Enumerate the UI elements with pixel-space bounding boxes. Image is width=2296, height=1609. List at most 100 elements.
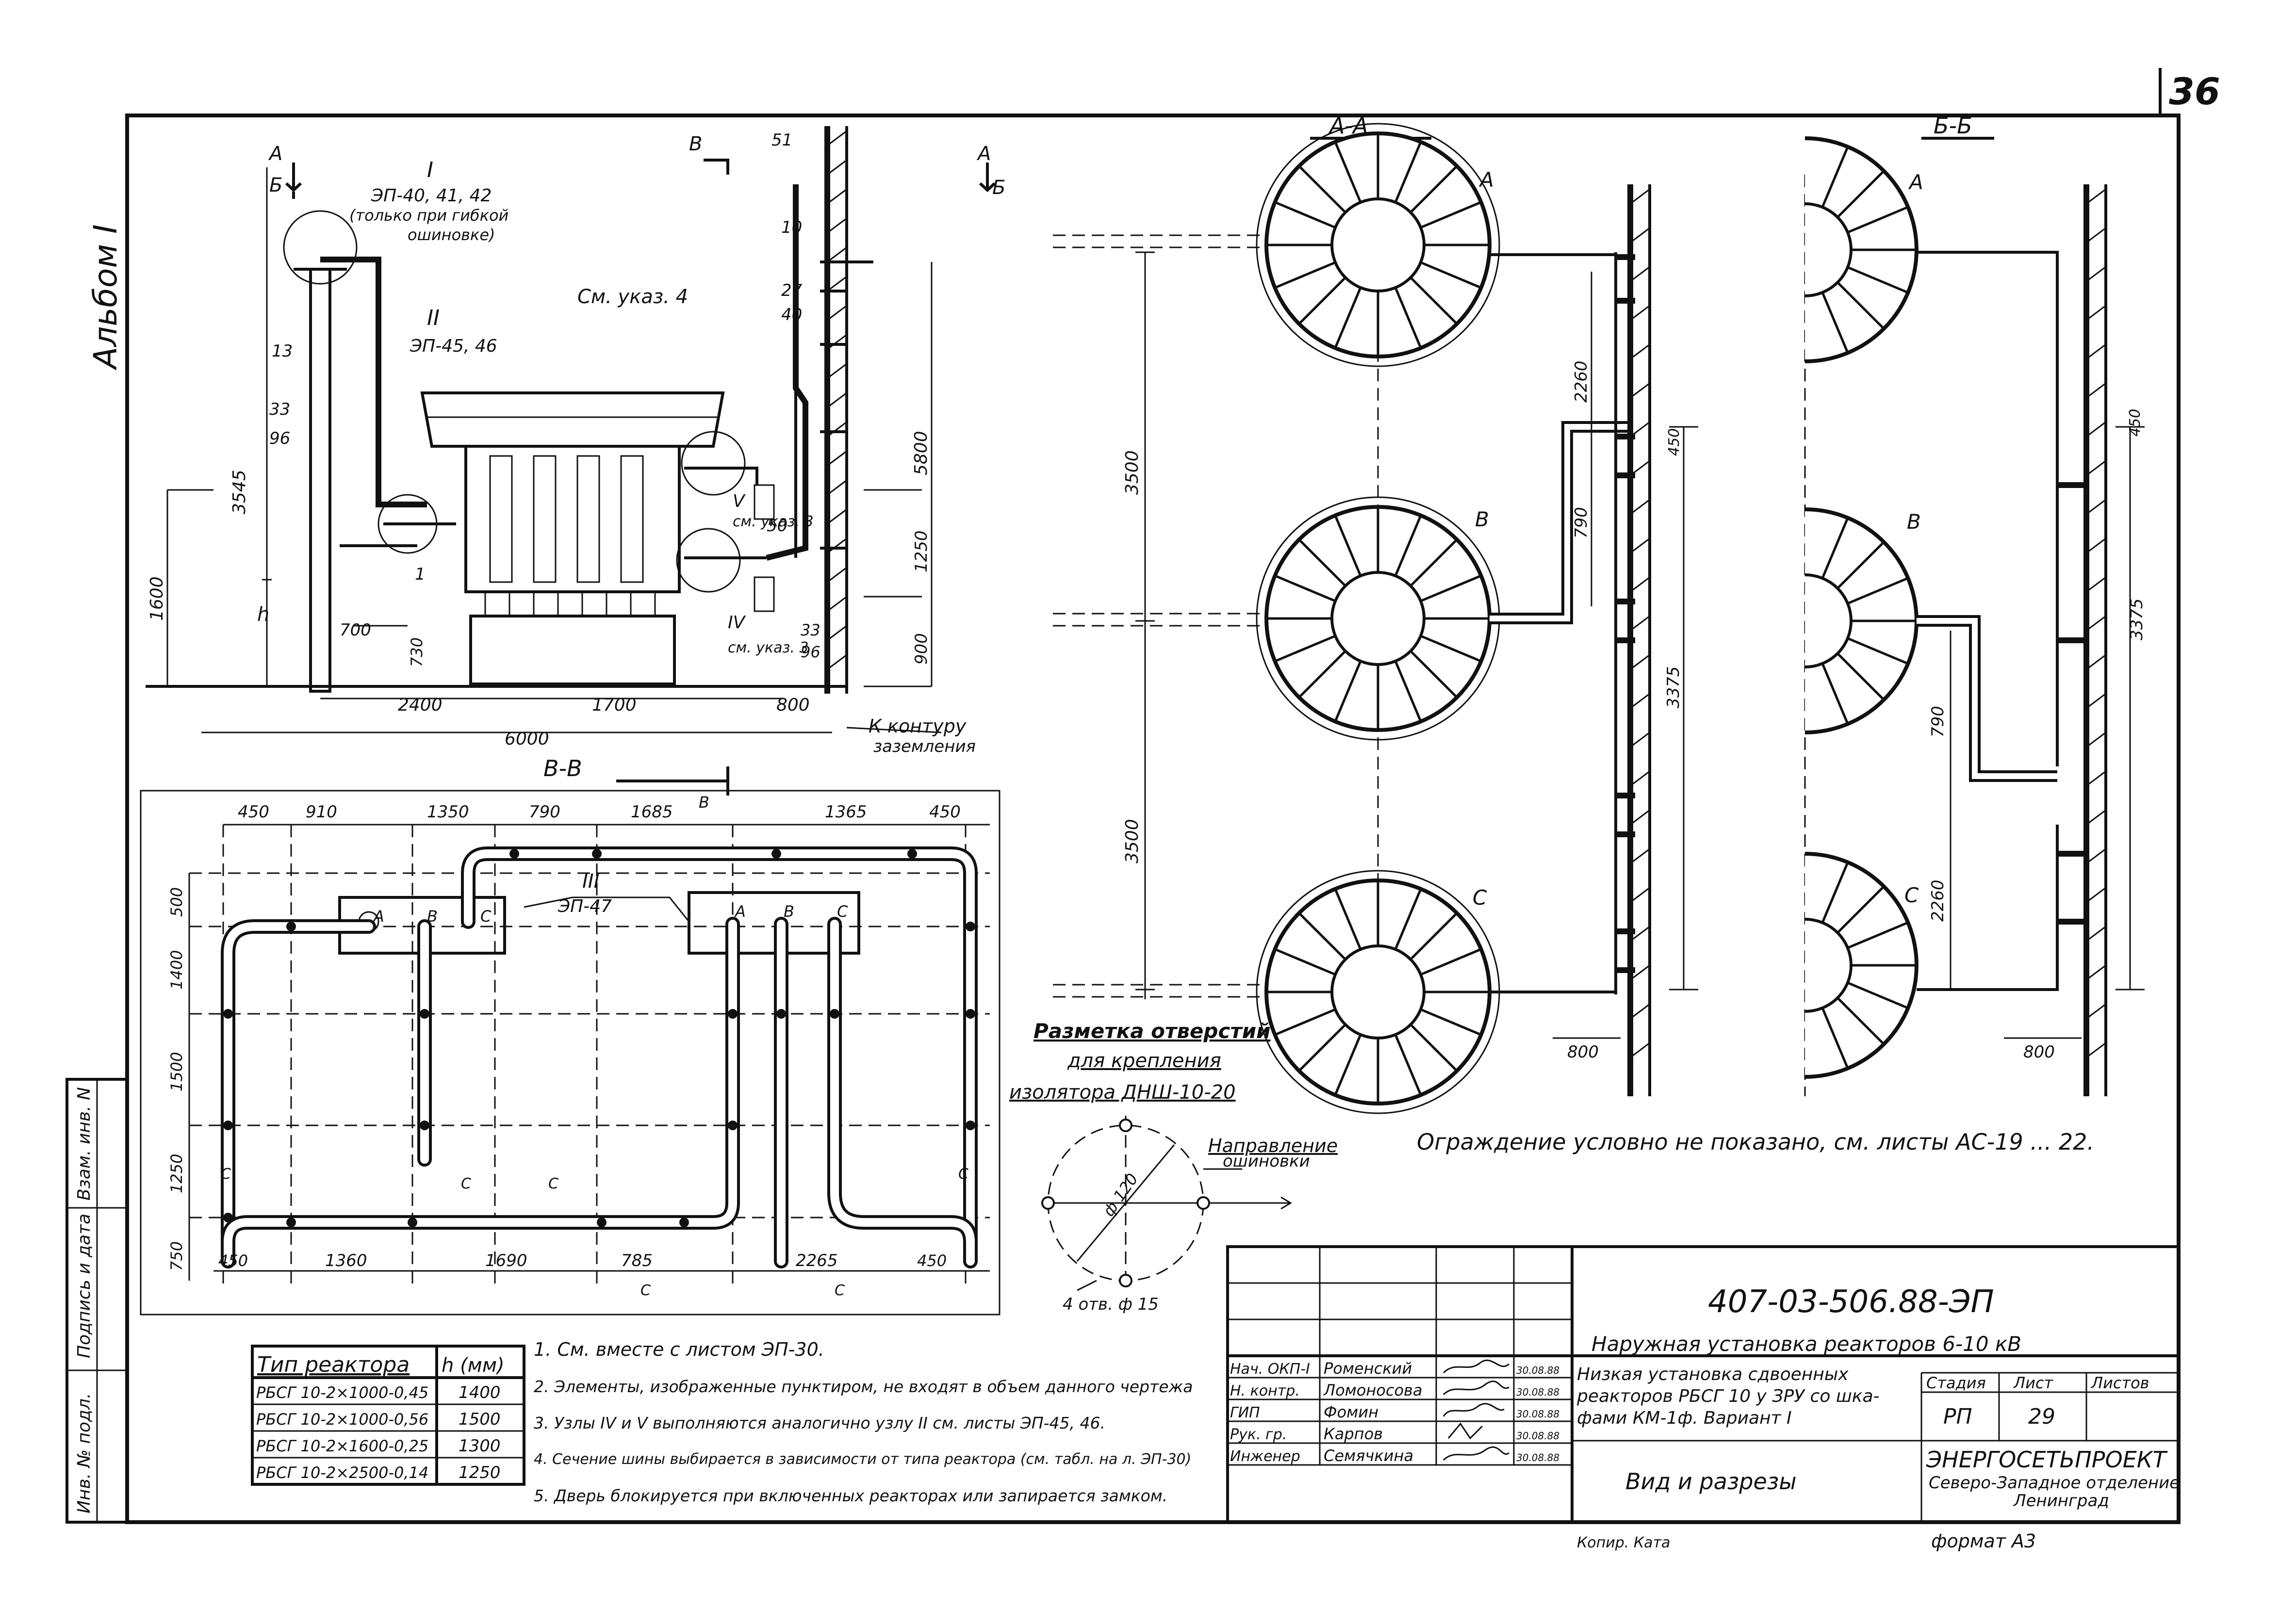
node-5-label: V [733,491,746,511]
vv-top-dim: 910 [306,802,337,822]
table-cell: РБСГ 10-2×2500-0,14 [256,1463,428,1482]
staff-role: Нач. ОКП-I [1230,1361,1310,1378]
aa-dim-790: 790 [1572,507,1591,538]
hole-diameter: ф 120 [1099,1170,1142,1220]
phase-a-left: А [373,907,384,926]
sheets-header: Листов [2091,1374,2149,1392]
vv-left-dim: 500 [167,887,186,917]
vv-top-dim: 1365 [825,802,867,822]
node-2-ref: ЭП-45, 46 [410,336,497,356]
c-mark: С [548,1175,558,1192]
staff-role: Рук. гр. [1230,1426,1287,1443]
vv-bottom-dims: 450 1360 1690 785 2265 450 [218,1251,947,1270]
hole-layout-title-1: Разметка отверстий [1033,1019,1271,1043]
org-division: Северо-Западное отделение [1929,1473,2180,1493]
see-note-3-lower: см. указ. 3 [728,639,809,656]
bb-dim-800: 800 [2023,1042,2055,1062]
vv-bottom-dim: 785 [621,1251,653,1270]
table-cell: РБСГ 10-2×1000-0,45 [256,1383,428,1402]
title-block-grid [1226,1245,2180,1524]
bb-dim-790: 790 [1928,706,1948,737]
see-note-3-upper: см. указ. 3 [733,513,814,530]
staff-role: Н. контр. [1230,1382,1300,1399]
vv-bottom-dim: 2265 [796,1251,838,1270]
staff-role: ГИП [1230,1404,1260,1421]
staff-date: 30.08.88 [1516,1408,1559,1420]
item-50: 50 [767,516,787,536]
dim-3545: 3545 [230,470,249,514]
item-1: 1 [415,565,426,584]
note-5: 5. Дверь блокируется при включенных реак… [534,1486,1167,1505]
aa-reactor-a: А [1478,168,1494,192]
bb-reactor-b: В [1907,510,1921,534]
vv-top-dims: 450 910 1350 790 1685 1365 450 [238,802,961,822]
dim-730: 730 [408,637,426,667]
aa-dim-3500-top: 3500 [1122,450,1142,495]
table-cell: 1400 [459,1383,501,1402]
note-3: 3. Узлы IV и V выполняются аналогично уз… [534,1414,1105,1432]
ground-note-1: К контуру [869,715,967,737]
node-1-note-1: (только при гибкой [349,206,508,225]
dim-h: h [257,603,269,626]
item-33-left: 33 [269,400,290,419]
node-1-note-2: ошиновке) [408,226,495,244]
c-mark: С [221,1166,231,1183]
dim-800: 800 [776,695,810,715]
node-3-label: III [582,870,599,893]
cut-mark-a-left: А [268,143,282,165]
sheet-name-2: реакторов РБСГ 10 у ЗРУ со шка- [1576,1386,1880,1406]
direction-label-1: Направление [1208,1135,1338,1156]
staff-name: Карпов [1324,1425,1383,1443]
bb-dim-3375: 3375 [2127,598,2147,640]
table-cell: 1500 [459,1410,501,1429]
aa-dim-2260: 2260 [1572,360,1591,403]
section-aa [1053,124,1698,1113]
phase-b-left: В [427,907,438,926]
table-header-type: Тип реактора [257,1352,410,1377]
album-label: Альбом I [87,224,124,371]
fence-note: Ограждение условно не показано, см. лист… [1417,1129,2094,1155]
c-mark: С [958,1166,968,1183]
dim-700: 700 [340,620,371,640]
vv-left-dim: 1400 [167,950,186,990]
node-1-ref: ЭП-40, 41, 42 [371,186,492,206]
item-40: 40 [781,305,802,325]
direction-label-2: ошиновки [1223,1152,1310,1171]
hole-count: 4 отв. ф 15 [1063,1295,1159,1314]
paper-format: формат А3 [1931,1530,2036,1552]
aa-reactor-b: В [1475,507,1489,531]
vv-bottom-dim: 1360 [325,1251,367,1270]
vv-top-dim: 450 [238,802,269,822]
item-96-left: 96 [269,429,290,448]
bb-dim-2260: 2260 [1928,879,1948,922]
aa-dim-3375: 3375 [1664,666,1683,708]
vv-left-dim: 1250 [167,1154,186,1193]
node-1-label: I [427,158,433,182]
item-51: 51 [771,130,792,150]
phase-c-right: С [837,902,848,921]
note-4: 4. Сечение шины выбирается в зависимости… [534,1451,1191,1468]
bb-dim-450: 450 [2127,409,2144,437]
aa-reactor-c: С [1473,886,1487,910]
vv-bottom-dim: 450 [218,1251,248,1270]
c-mark: С [835,1282,845,1299]
sheet-corner-number: 36 [2169,70,2220,113]
vv-left-dim: 1500 [167,1052,186,1091]
org-name: ЭНЕРГОСЕТЬПРОЕКТ [1926,1446,2168,1473]
item-96-right: 96 [801,643,820,661]
vv-top-dim: 1685 [631,802,673,822]
dim-5800: 5800 [911,431,931,475]
staff-name: Семячкина [1324,1446,1413,1465]
staff-role: Инженер [1230,1448,1300,1465]
sheet-header: Лист [2013,1374,2053,1392]
vv-left-dim: 750 [167,1241,186,1271]
vv-bottom-dim: 450 [917,1251,947,1270]
vv-top-dim: 450 [929,802,961,822]
section-vv-cut-mark: В [699,793,709,812]
staff-list: Нач. ОКП-I Роменский 30.08.88 Н. контр. … [1230,1359,1559,1465]
staff-name: Фомин [1324,1403,1378,1421]
project-title: Наружная установка реакторов 6-10 кВ [1591,1332,2021,1356]
node-2-label: II [427,306,440,330]
c-mark: С [461,1175,471,1192]
